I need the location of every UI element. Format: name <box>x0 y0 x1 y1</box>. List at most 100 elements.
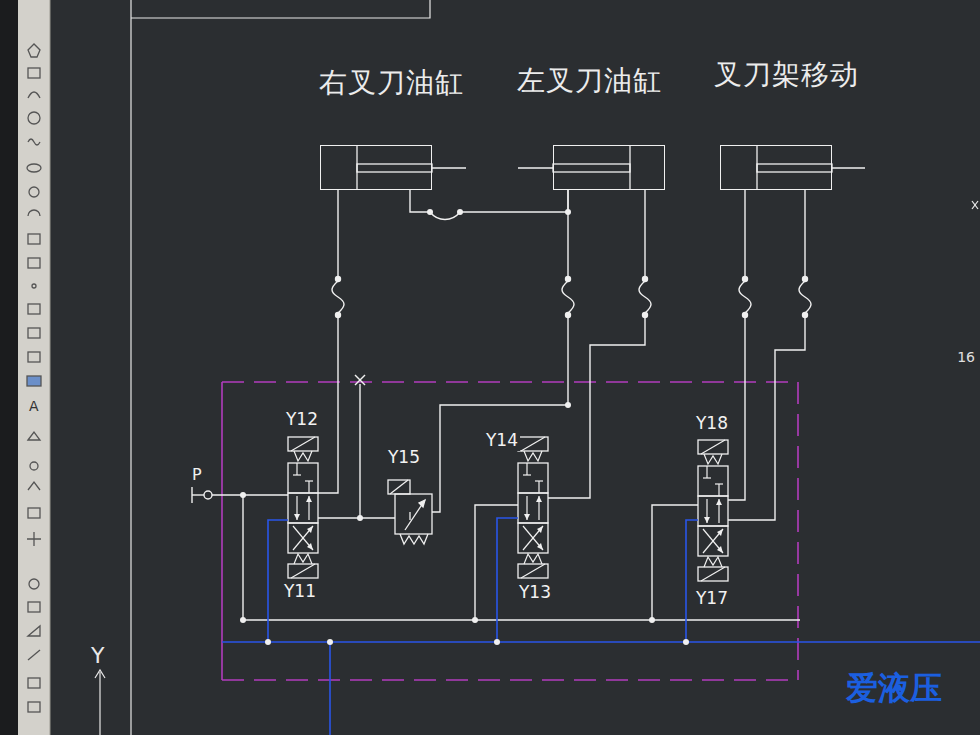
hose-symbol <box>639 281 651 313</box>
directional-valve: Y18Y17 <box>698 440 728 581</box>
hose-symbol <box>427 209 433 215</box>
hose-symbol <box>739 281 751 313</box>
drawing-frame <box>972 201 978 209</box>
cylinder-piston-rod <box>553 164 630 172</box>
toolbar <box>28 92 40 98</box>
toolbar <box>28 432 40 440</box>
hose-symbol <box>800 281 810 313</box>
hose-symbol <box>642 276 648 282</box>
ucs-icon <box>95 670 105 735</box>
pressure-line <box>192 375 800 620</box>
solenoid-valve <box>388 480 432 544</box>
solenoid-label: Y18 <box>694 414 730 434</box>
solenoid-valve <box>400 534 428 544</box>
pressure-line <box>355 375 365 385</box>
pressure-line <box>242 495 243 620</box>
toolbar <box>18 0 50 735</box>
toolbar <box>28 44 40 57</box>
toolbar <box>27 532 41 546</box>
hose-symbol <box>563 281 573 313</box>
drawing-frame <box>131 0 978 735</box>
toolbar <box>28 352 40 362</box>
hose-symbol <box>335 209 808 318</box>
schematic-drawing <box>698 440 728 581</box>
valve-block-outline <box>222 679 798 681</box>
valve-block-outline <box>797 382 799 680</box>
cylinder-piston-rod <box>757 164 832 172</box>
solenoid-valve <box>388 480 410 494</box>
cylinder-piston-rod <box>832 167 865 168</box>
return-line <box>222 641 980 643</box>
toolbar <box>28 139 40 145</box>
solenoid-label: Y11 <box>282 582 318 602</box>
solenoid-valve <box>405 500 425 530</box>
cylinder-title: 叉刀架移动 <box>714 59 859 91</box>
hose-symbol <box>565 276 571 282</box>
valve-block-outline <box>222 381 798 383</box>
junction-dot <box>240 617 246 623</box>
pressure-line <box>204 491 212 499</box>
toolbar <box>28 258 40 268</box>
solenoid-valve <box>419 500 425 507</box>
toolbar-icon: A <box>29 399 39 414</box>
pressure-line <box>192 494 204 495</box>
junction-dot <box>240 492 246 498</box>
drawing-frame <box>130 0 131 735</box>
solenoid-label: Y12 <box>284 410 320 430</box>
return-line <box>268 520 288 642</box>
cylinder-piston-rod <box>432 167 466 168</box>
toolbar <box>28 508 40 518</box>
directional-valve: Y14Y13 <box>518 437 548 578</box>
pressure-line <box>359 384 360 518</box>
toolbar <box>28 112 40 124</box>
toolbar <box>27 376 41 386</box>
toolbar <box>28 210 40 216</box>
hose-symbol <box>562 281 574 313</box>
drawing-frame <box>972 201 978 209</box>
schematic-drawing <box>518 437 548 578</box>
cylinder-title: 右叉刀油缸 <box>319 67 464 99</box>
watermark: 爱液压 <box>846 671 942 706</box>
hose-symbol <box>742 312 748 318</box>
hose-symbol <box>640 281 650 313</box>
junction-dot <box>327 639 333 645</box>
solenoid-valve <box>390 480 408 494</box>
directional-valve: Y12Y11 <box>288 437 318 578</box>
toolbar <box>27 44 41 712</box>
toolbar <box>28 678 40 688</box>
valve-block-outline <box>221 382 223 680</box>
toolbar <box>28 626 40 636</box>
solenoid-valve <box>395 494 432 534</box>
hose-symbol <box>742 276 748 282</box>
solenoid-valve <box>409 512 410 520</box>
toolbar <box>0 0 50 735</box>
hose-symbol <box>332 212 811 313</box>
solenoid-label: Y14 <box>484 431 520 451</box>
toolbar <box>28 702 40 712</box>
schematic-drawing <box>288 437 318 578</box>
toolbar <box>28 304 40 314</box>
solenoid-label: Y13 <box>517 583 553 603</box>
return-line <box>222 518 980 735</box>
cylinder-piston-rod <box>357 145 865 190</box>
hose-symbol <box>335 312 341 318</box>
return-line <box>497 518 518 642</box>
solenoid-label: Y15 <box>386 448 422 468</box>
toolbar <box>27 164 41 172</box>
ucs-icon <box>99 672 100 735</box>
hydraulic-line <box>318 517 395 518</box>
return-line <box>329 642 331 735</box>
hose-symbol <box>457 209 463 215</box>
return-line <box>686 520 698 642</box>
junction-dot <box>240 209 689 645</box>
hose-symbol <box>333 281 343 313</box>
pressure-line <box>212 494 288 495</box>
hydraulic-line <box>728 190 805 520</box>
toolbar <box>28 650 40 660</box>
ucs-icon <box>95 670 105 678</box>
